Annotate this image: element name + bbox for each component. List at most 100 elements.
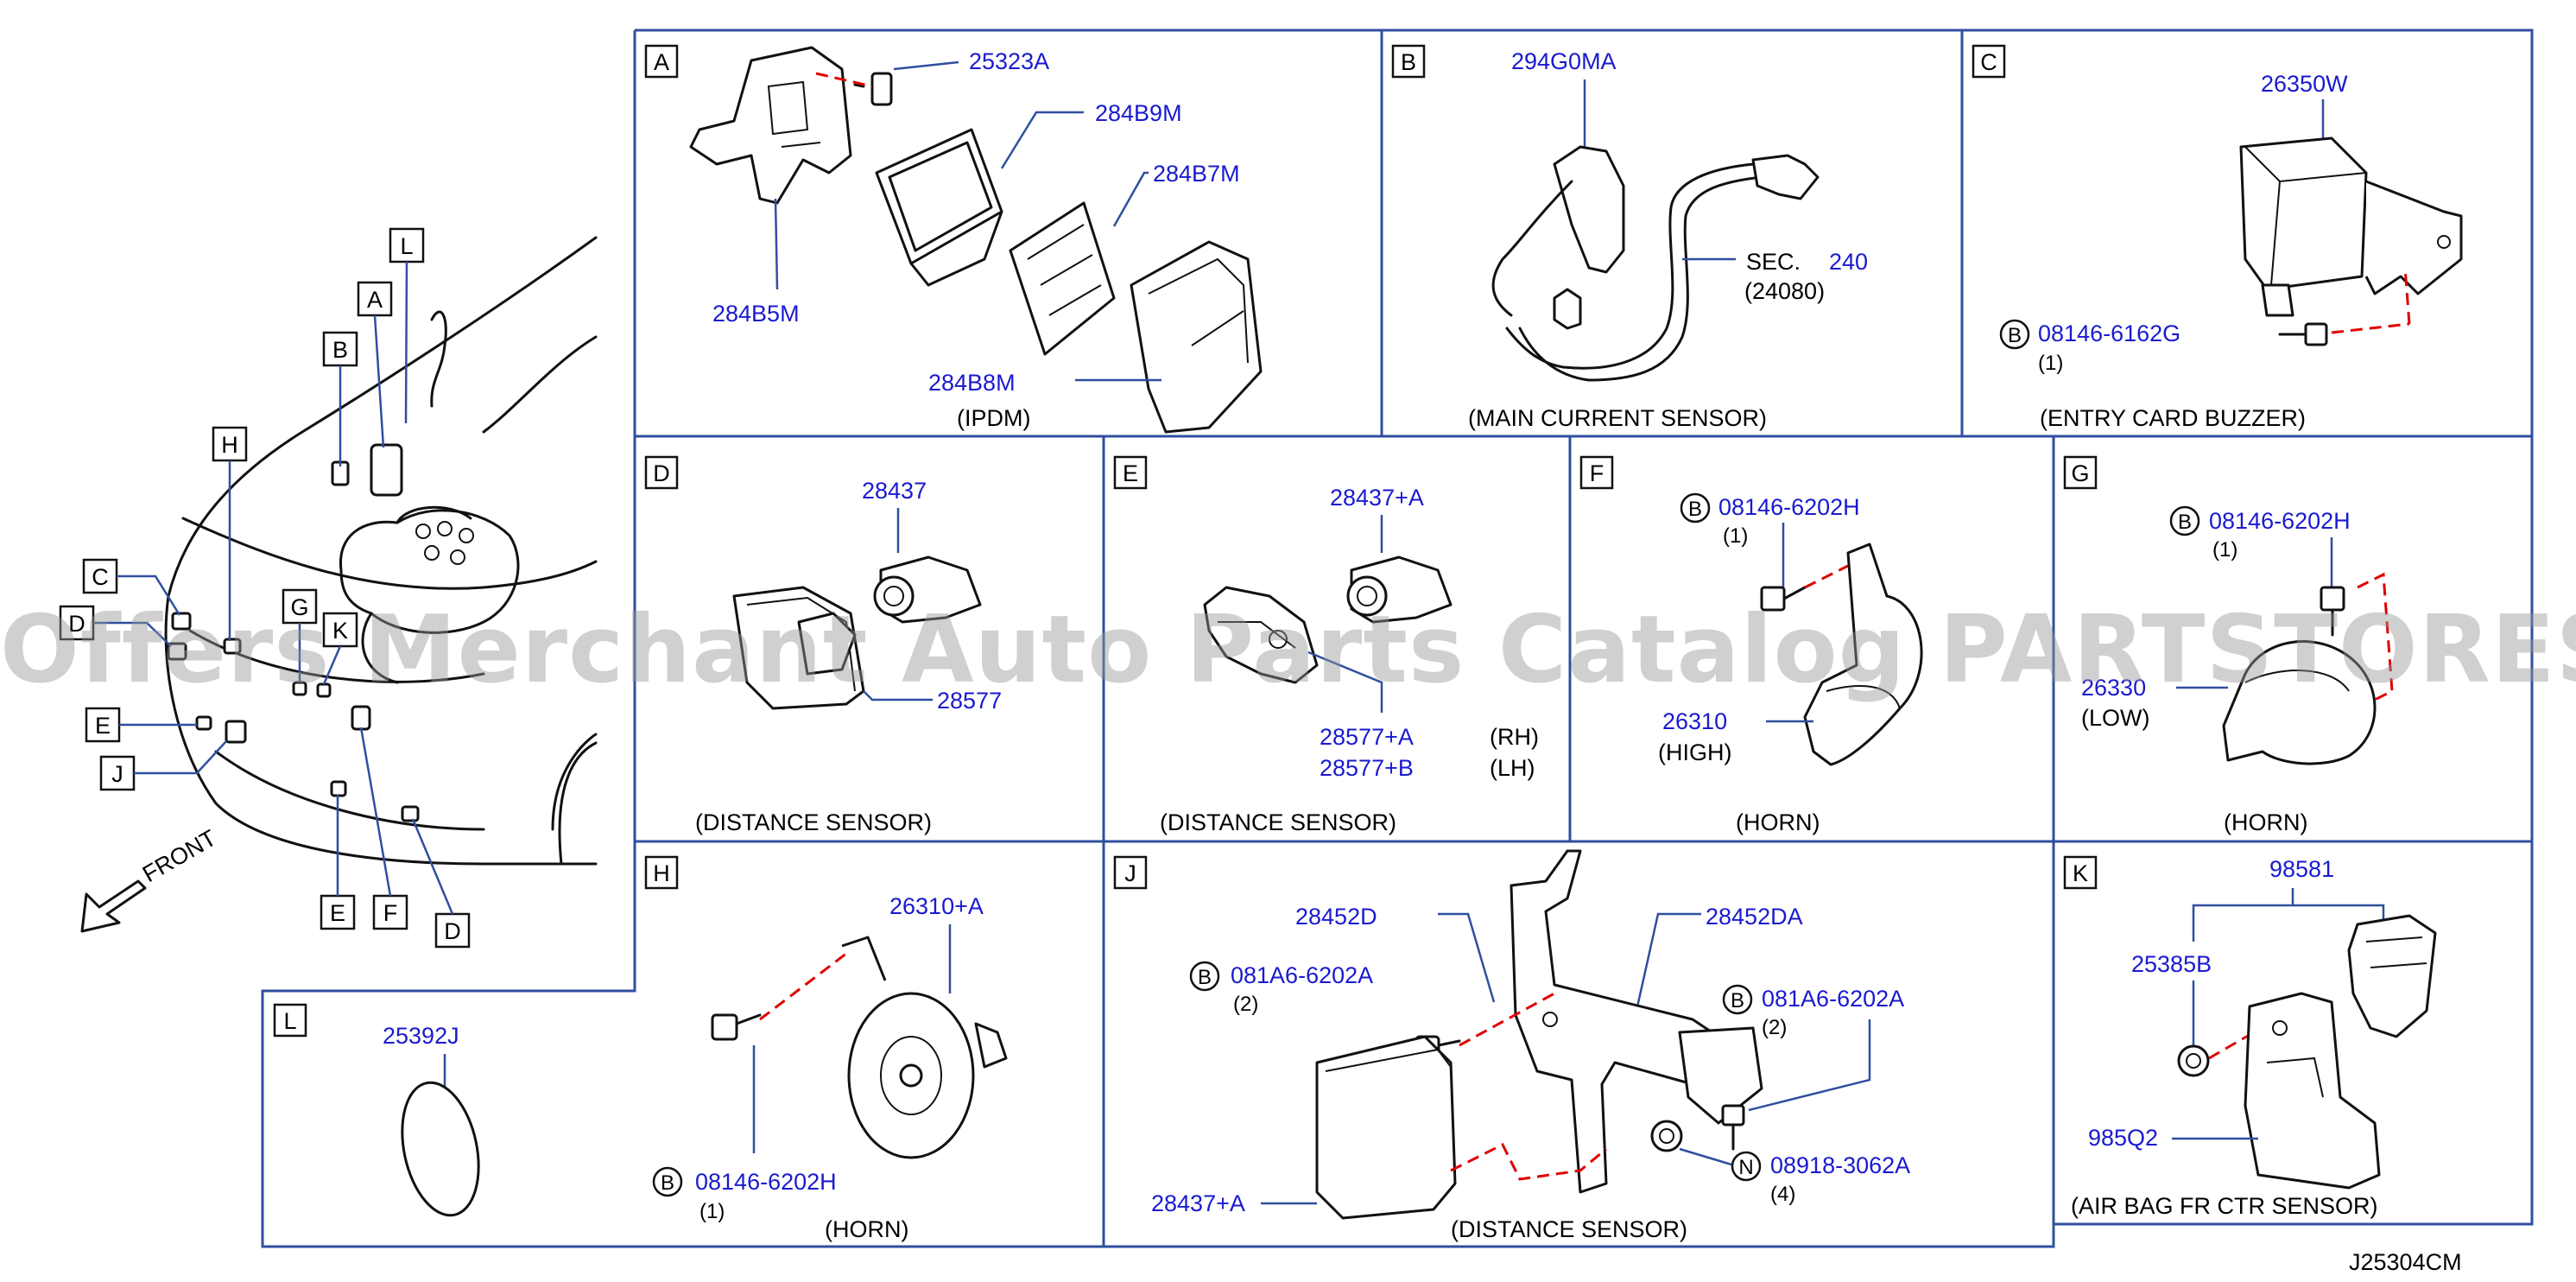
svg-text:284B8M: 284B8M [928, 370, 1016, 396]
svg-text:C: C [1980, 49, 1997, 75]
svg-text:(HORN): (HORN) [825, 1216, 908, 1242]
svg-text:F: F [1590, 460, 1604, 486]
svg-text:28437: 28437 [862, 478, 927, 504]
svg-text:B: B [661, 1171, 674, 1195]
callout-F: F [359, 727, 408, 930]
svg-text:(2): (2) [1762, 1016, 1787, 1039]
callout-E-left: E [85, 707, 197, 743]
svg-text:(DISTANCE SENSOR): (DISTANCE SENSOR) [1451, 1216, 1687, 1242]
callout-B: B [322, 331, 358, 466]
nut-K [2177, 1044, 2210, 1077]
callout-D-left: D [59, 605, 172, 647]
svg-text:28577+B: 28577+B [1320, 755, 1414, 781]
callout-E-bottom: E [320, 795, 356, 930]
svg-text:H: H [221, 432, 238, 458]
svg-text:J: J [111, 761, 123, 787]
panel-C: C 26350W B 08146-6162G (1) (ENTRY CARD B… [1972, 44, 2463, 431]
panel-frames [261, 29, 2534, 1248]
callout-A: A [357, 281, 393, 448]
svg-text:H: H [653, 860, 670, 886]
bolt-mark-J2: B [1722, 984, 1753, 1015]
svg-text:(1): (1) [2038, 352, 2063, 375]
svg-text:B: B [1688, 498, 1702, 521]
svg-text:(1): (1) [1723, 524, 1748, 548]
svg-text:(4): (4) [1770, 1183, 1795, 1206]
svg-text:28437+A: 28437+A [1330, 485, 1424, 511]
svg-text:B: B [332, 337, 348, 363]
svg-text:L: L [400, 233, 413, 259]
svg-text:E: E [95, 713, 111, 739]
svg-text:(LOW): (LOW) [2081, 705, 2149, 731]
panel-D: D 28437 28577 (DISTANCE SENSOR) [644, 455, 1002, 835]
svg-text:25385B: 25385B [2131, 951, 2212, 977]
svg-text:B: B [1401, 49, 1416, 75]
svg-text:26310: 26310 [1662, 708, 1727, 734]
bolt-F [1760, 586, 1807, 612]
bolt-J2 [1721, 1104, 1745, 1151]
svg-text:28452D: 28452D [1295, 904, 1377, 930]
svg-text:A: A [654, 49, 669, 75]
svg-text:D: D [444, 918, 461, 944]
bolt-mark-C: B [1999, 319, 2030, 350]
svg-text:08146-6202H: 08146-6202H [1718, 494, 1860, 520]
svg-text:(RH): (RH) [1490, 724, 1539, 750]
vehicle-overview: L A B H C D E J G K E F D FRONT [59, 227, 598, 949]
svg-text:(2): (2) [1233, 993, 1258, 1016]
svg-text:98581: 98581 [2269, 856, 2334, 882]
svg-text:284B5M: 284B5M [712, 301, 800, 327]
svg-text:N: N [1738, 1156, 1753, 1179]
svg-text:08146-6202H: 08146-6202H [695, 1169, 837, 1195]
svg-text:28577+A: 28577+A [1320, 724, 1414, 750]
panel-J: J 28452D 28452DA B 081A6-6202A (2) B 081… [1113, 849, 1910, 1242]
nut-J [1650, 1120, 1683, 1152]
svg-text:(HIGH): (HIGH) [1658, 739, 1731, 765]
callout-C: C [82, 558, 181, 616]
nut-mark-J: N [1731, 1151, 1762, 1182]
svg-text:28452DA: 28452DA [1706, 904, 1803, 930]
svg-text:(IPDM): (IPDM) [957, 405, 1030, 431]
panel-G: G B 08146-6202H (1) 26330 (LOW) (HORN) [2063, 455, 2394, 835]
svg-text:(DISTANCE SENSOR): (DISTANCE SENSOR) [1160, 809, 1396, 835]
svg-text:J: J [1124, 860, 1136, 886]
svg-text:SEC.: SEC. [1746, 249, 1801, 275]
svg-text:25392J: 25392J [383, 1023, 459, 1049]
svg-text:E: E [1123, 460, 1138, 486]
diagram-code: J25304CM [2349, 1249, 2462, 1275]
svg-text:081A6-6202A: 081A6-6202A [1231, 962, 1373, 988]
bolt-25323A [853, 72, 893, 106]
svg-text:26330: 26330 [2081, 675, 2146, 701]
svg-text:25323A: 25323A [969, 48, 1049, 74]
svg-text:F: F [383, 900, 398, 926]
svg-text:B: B [2178, 511, 2192, 534]
panel-E: E 28437+A 28577+A (RH) 28577+B (LH) (DIS… [1113, 455, 1539, 835]
svg-text:D: D [68, 611, 85, 637]
svg-text:(DISTANCE SENSOR): (DISTANCE SENSOR) [695, 809, 932, 835]
svg-text:985Q2: 985Q2 [2088, 1125, 2158, 1151]
callout-H: H [212, 426, 248, 641]
svg-text:E: E [330, 900, 345, 926]
callout-G: G [282, 588, 318, 682]
bolt-mark-G: B [2169, 505, 2200, 536]
svg-text:FRONT: FRONT [138, 825, 221, 887]
svg-text:294G0MA: 294G0MA [1511, 48, 1617, 74]
callout-D-bottom: D [411, 818, 471, 949]
svg-text:B: B [2008, 324, 2022, 347]
svg-text:26310+A: 26310+A [889, 893, 984, 919]
svg-text:D: D [653, 460, 670, 486]
svg-text:B: B [1198, 966, 1212, 989]
bolt-G [2320, 586, 2345, 637]
svg-text:(24080): (24080) [1744, 278, 1825, 304]
callout-J: J [99, 740, 227, 791]
panel-A: A 25323A 284B9M 284B7M 284B5M 284B8M (IP… [644, 44, 1263, 434]
svg-text:08146-6162G: 08146-6162G [2038, 320, 2180, 346]
svg-text:240: 240 [1829, 249, 1868, 275]
svg-text:26350W: 26350W [2261, 71, 2348, 97]
svg-text:(ENTRY CARD BUZZER): (ENTRY CARD BUZZER) [2040, 405, 2306, 431]
panel-F: F B 08146-6202H (1) 26310 (HIGH) (HORN) [1579, 455, 1923, 835]
svg-text:08918-3062A: 08918-3062A [1770, 1152, 1910, 1178]
svg-text:(HORN): (HORN) [1736, 809, 1820, 835]
svg-text:08146-6202H: 08146-6202H [2209, 508, 2351, 534]
svg-text:(AIR BAG FR CTR SENSOR: (AIR BAG FR CTR SENSOR) [2071, 1193, 2378, 1219]
bolt-08146-6162G [2278, 322, 2328, 346]
